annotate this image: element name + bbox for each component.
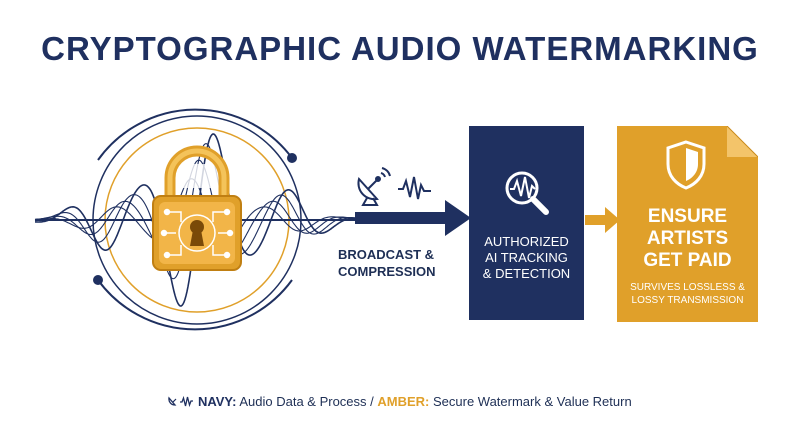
legend-amber-key: AMBER: xyxy=(377,394,430,409)
transit-icons xyxy=(357,167,431,206)
legend-dish-wave-icon xyxy=(168,395,194,408)
legend-navy-key: NAVY: xyxy=(197,394,237,409)
satellite-dish-icon xyxy=(357,167,391,206)
ensure-artists-paid-card: ENSURE ARTISTS GET PAID SURVIVES LOSSLES… xyxy=(617,126,758,322)
broadcast-compression-label: BROADCAST & COMPRESSION xyxy=(338,247,436,279)
ai-tracking-label: AUTHORIZED AI TRACKING & DETECTION xyxy=(482,234,571,281)
page-title: CRYPTOGRAPHIC AUDIO WATERMARKING xyxy=(41,30,759,67)
flow-arrow-navy xyxy=(355,200,471,236)
shield-icon xyxy=(666,140,706,190)
ensure-artists-headline: ENSURE ARTISTS GET PAID xyxy=(643,206,732,271)
ai-tracking-box: AUTHORIZED AI TRACKING & DETECTION xyxy=(469,126,584,320)
legend: NAVY: Audio Data & Process / AMBER: Secu… xyxy=(0,394,800,409)
waveform-line xyxy=(34,159,360,257)
audio-waveform-padlock-illustration xyxy=(34,108,360,331)
magnifier-waveform-icon xyxy=(505,171,549,215)
waveform-icon xyxy=(398,176,431,200)
legend-amber-text: Secure Watermark & Value Return xyxy=(429,394,632,409)
transmission-subtext: SURVIVES LOSSLESS & LOSSY TRANSMISSION xyxy=(630,282,745,306)
flow-arrow-amber xyxy=(585,207,620,233)
padlock-circuit-icon xyxy=(152,145,242,271)
legend-navy-text: Audio Data & Process / xyxy=(236,394,378,409)
